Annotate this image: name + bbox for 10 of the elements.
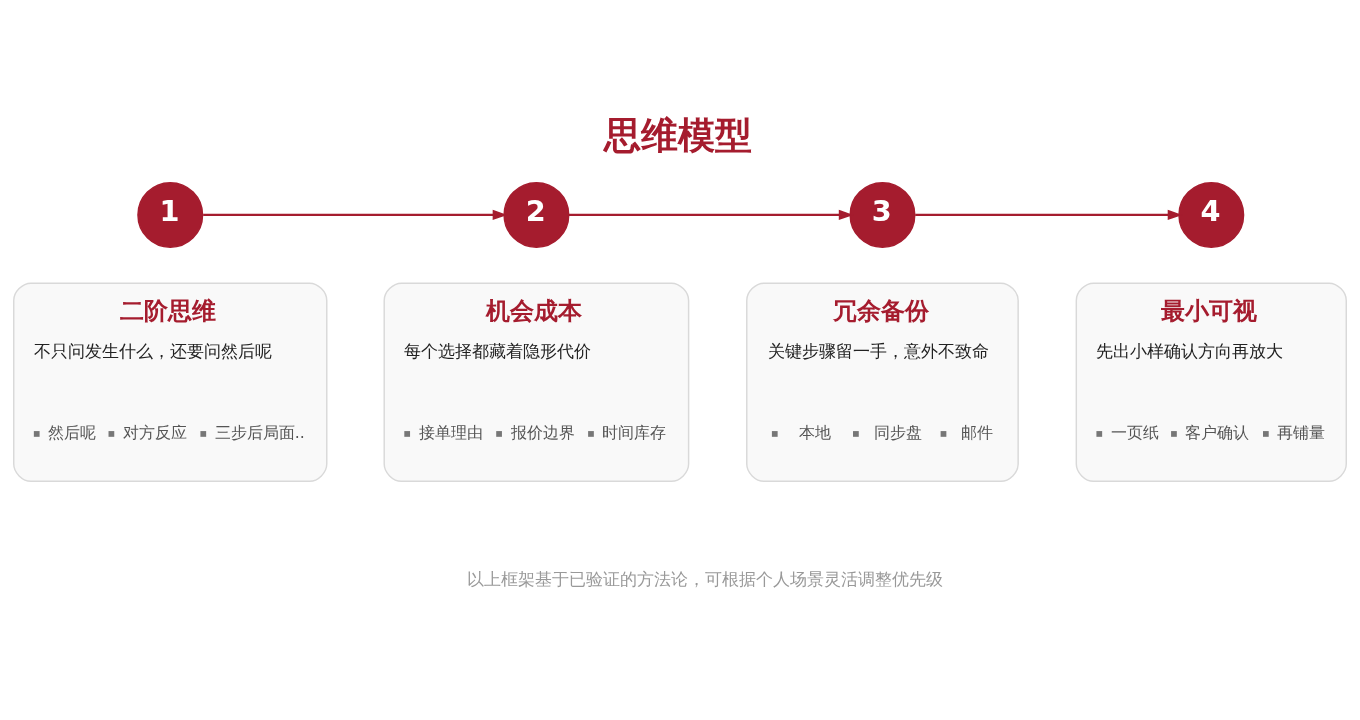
node-box: 冗余备份 关键步骤留一手，意外不致命 本地 同步盘 邮件 [746,282,1019,483]
node-circle: 4 [1178,181,1245,248]
node-circle: 2 [503,181,570,248]
node-circle: 3 [849,181,916,248]
diagram-title: 思维模型 [603,112,752,157]
node-box: 二阶思维 不只问发生什么，还要问然后呢 然后呢 对方反应 三步后局面.. [13,282,328,483]
node-box: 最小可视 先出小样确认方向再放大 一页纸 客户确认 再铺量 [1075,282,1347,483]
caption: 以上框架基于已验证的方法论，可根据个人场景灵活调整优先级 [466,568,943,589]
node-box: 机会成本 每个选择都藏着隐形代价 接单理由 报价边界 时间库存 [383,282,690,483]
node-circle: 1 [137,181,204,248]
